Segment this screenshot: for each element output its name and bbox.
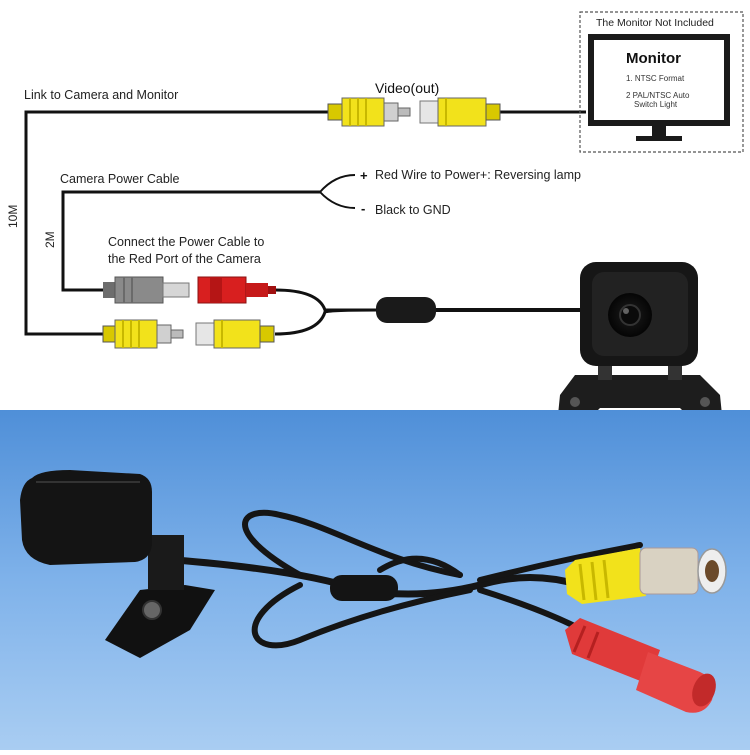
black-wire-label: Black to GND xyxy=(375,203,451,217)
connect-note-line1: Connect the Power Cable to xyxy=(108,235,264,249)
monitor-spec2-line1: 2 PAL/NTSC Auto xyxy=(626,91,690,100)
power-fork-red xyxy=(319,174,356,193)
connect-note-line2: the Red Port of the Camera xyxy=(108,252,261,266)
monitor-spec1: 1. NTSC Format xyxy=(626,74,685,83)
camera-photo xyxy=(20,470,215,658)
camera-video-lead xyxy=(274,308,379,336)
length-10m-label: 10M xyxy=(6,205,20,228)
monitor-dashed-box xyxy=(579,11,744,153)
video-out-label: Video(out) xyxy=(375,80,439,96)
rca-female-connector-top xyxy=(419,97,501,127)
red-connector-photo xyxy=(565,618,716,713)
monitor-not-included: The Monitor Not Included xyxy=(596,17,714,29)
rca-male-connector-bottom xyxy=(102,319,184,349)
plus-sign: + xyxy=(360,168,368,183)
minus-sign: - xyxy=(361,201,365,216)
photo-cable-junction xyxy=(330,575,398,601)
gray-power-connector xyxy=(103,276,190,304)
power-fork-black xyxy=(319,191,356,209)
red-wire-label: Red Wire to Power+: Reversing lamp xyxy=(375,168,581,182)
link-label: Link to Camera and Monitor xyxy=(24,88,178,102)
camera-diagram xyxy=(558,262,722,418)
monitor-spec2-line2: Switch Light xyxy=(634,100,678,109)
power-cable-2m xyxy=(61,190,320,292)
length-2m-label: 2M xyxy=(43,231,57,248)
camera-power-label: Camera Power Cable xyxy=(60,172,180,186)
rca-female-connector-bottom xyxy=(195,319,275,349)
monitor-title: Monitor xyxy=(626,50,681,67)
cable-junction xyxy=(376,297,436,323)
video-cable-10m xyxy=(24,110,330,336)
rca-male-connector-top xyxy=(327,97,411,127)
red-power-port xyxy=(197,276,276,304)
rca-yellow-photo xyxy=(565,547,727,604)
monitor-icon xyxy=(588,34,730,141)
